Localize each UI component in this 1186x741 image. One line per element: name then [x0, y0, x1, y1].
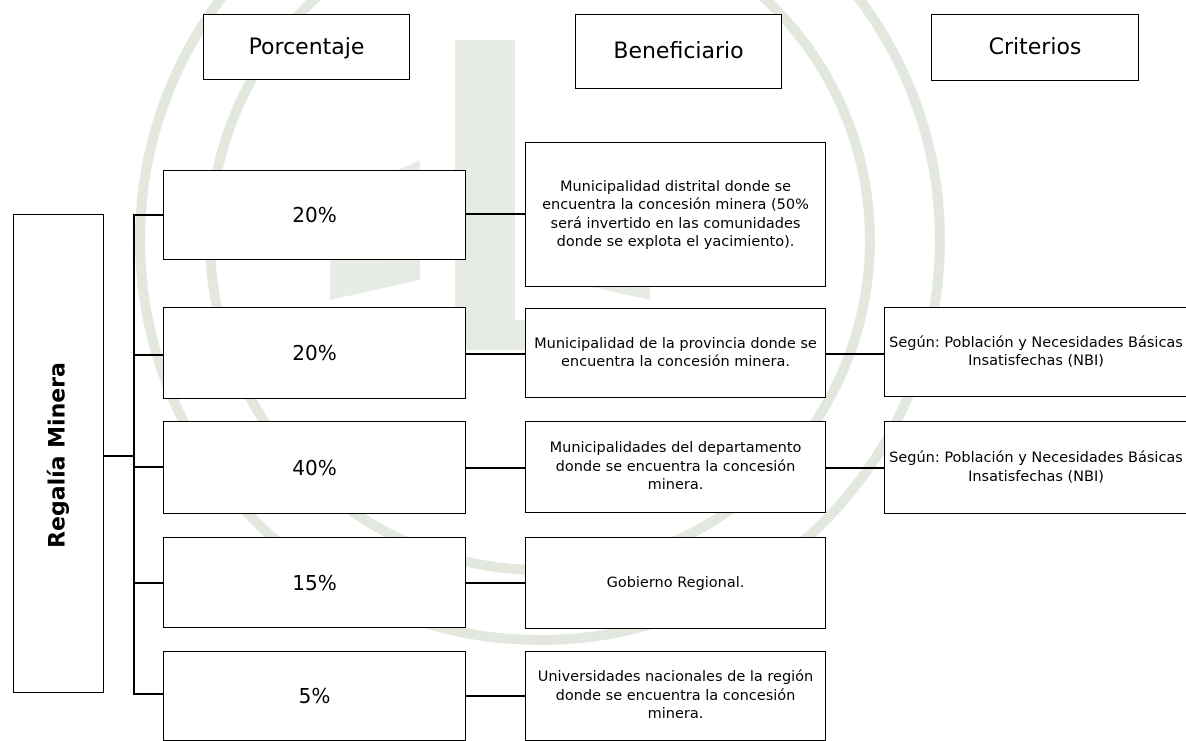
percent-box-3: 40%: [163, 421, 466, 514]
beneficiary-text-1: Municipalidad distrital donde se encuent…: [542, 178, 809, 251]
percent-value-4: 15%: [292, 570, 337, 595]
percent-box-1: 20%: [163, 170, 466, 260]
beneficiary-box-4: Gobierno Regional.: [525, 537, 826, 629]
beneficiary-text-2: Municipalidad de la provincia donde se e…: [534, 335, 817, 371]
pct-ben-line-4: [465, 582, 526, 584]
branch-line-5: [134, 693, 164, 695]
criteria-text-2: Según: Población y Necesidades Básicas I…: [889, 334, 1183, 370]
ben-crit-line-2: [825, 353, 885, 355]
header-percentage: Porcentaje: [203, 14, 410, 80]
trunk-line: [133, 214, 135, 695]
percent-value-3: 40%: [292, 455, 337, 480]
criteria-text-3: Según: Población y Necesidades Básicas I…: [889, 450, 1183, 485]
header-beneficiary-label: Beneficiario: [613, 39, 744, 64]
branch-line-2: [134, 354, 164, 356]
pct-ben-line-3: [465, 467, 526, 469]
root-connector: [104, 455, 134, 457]
beneficiary-box-1: Municipalidad distrital donde se encuent…: [525, 142, 826, 287]
pct-ben-line-5: [465, 695, 526, 697]
beneficiary-text-4: Gobierno Regional.: [606, 574, 745, 591]
pct-ben-line-1: [465, 213, 526, 215]
header-percentage-label: Porcentaje: [248, 34, 365, 60]
beneficiary-box-5: Universidades nacionales de la región do…: [525, 651, 826, 741]
beneficiary-text-5: Universidades nacionales de la región do…: [537, 669, 814, 723]
branch-line-3: [134, 466, 164, 468]
percent-box-2: 20%: [163, 307, 466, 399]
header-beneficiary: Beneficiario: [575, 14, 782, 89]
percent-box-4: 15%: [163, 537, 466, 628]
header-criteria-label: Criterios: [988, 35, 1082, 60]
header-criteria: Criterios: [931, 14, 1139, 81]
criteria-box-3: Según: Población y Necesidades Básicas I…: [884, 421, 1186, 514]
branch-line-1: [134, 214, 164, 216]
beneficiary-text-3: Municipalidades del departamento donde s…: [549, 440, 802, 494]
beneficiary-box-2: Municipalidad de la provincia donde se e…: [525, 308, 826, 398]
root-label: Regalía Minera: [45, 362, 71, 548]
percent-box-5: 5%: [163, 651, 466, 741]
ben-crit-line-3: [825, 467, 885, 469]
root-box: [13, 214, 104, 693]
percent-value-1: 20%: [292, 203, 337, 227]
percent-value-5: 5%: [298, 684, 331, 708]
percent-value-2: 20%: [292, 341, 337, 365]
beneficiary-box-3: Municipalidades del departamento donde s…: [525, 421, 826, 513]
pct-ben-line-2: [465, 353, 526, 355]
branch-line-4: [134, 582, 164, 584]
criteria-box-2: Según: Población y Necesidades Básicas I…: [884, 307, 1186, 397]
